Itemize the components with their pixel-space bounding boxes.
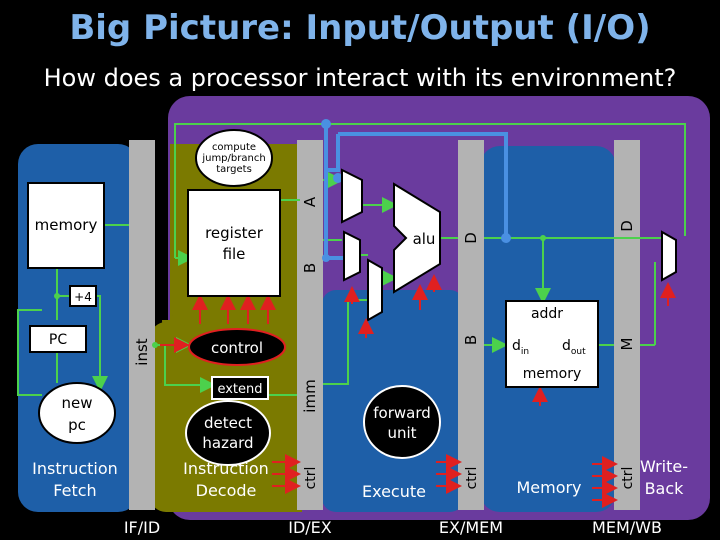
new-pc-block — [38, 382, 116, 444]
alu-block — [393, 182, 441, 294]
wire-junction — [540, 235, 546, 241]
new-pc-label-line: pc — [68, 416, 86, 434]
mux-imm — [367, 258, 383, 322]
slide-subtitle: How does a processor interact with its e… — [43, 64, 677, 92]
forward-unit-label-line: unit — [387, 424, 416, 442]
bypass-node — [333, 173, 343, 183]
new-pc-label-line: new — [61, 394, 92, 412]
compute-targets-label-line: jump/branch — [201, 153, 265, 164]
register-file-block — [187, 189, 281, 297]
control-arrows — [160, 274, 676, 508]
data-memory-block — [505, 300, 599, 388]
wire-junction — [152, 342, 158, 348]
forward-unit-label: forward unit — [373, 404, 431, 442]
extend-block — [211, 376, 269, 400]
stage-decode-label-line: Decode — [196, 481, 257, 500]
din-label: din — [512, 338, 529, 357]
mux-writeback — [661, 230, 677, 282]
ex-mem-register — [458, 140, 484, 510]
mux-a — [341, 168, 363, 224]
reg-field-ctrl-exmem: ctrl — [464, 467, 480, 490]
compute-targets-label-line: compute — [212, 142, 256, 153]
forward-unit-label-line: forward — [373, 404, 431, 422]
bypass-node — [501, 233, 511, 243]
pipe-reg-mem-wb-label: MEM/WB — [592, 518, 662, 537]
reg-field-m-memwb: M — [618, 338, 636, 351]
register-file-label: register file — [205, 224, 264, 263]
stage-execute-label: Execute — [362, 482, 426, 501]
pc-register — [29, 325, 87, 353]
stage-writeback-label-line: Write- — [640, 457, 688, 476]
reg-field-d-memwb: D — [618, 220, 636, 232]
stage-memory-label: Memory — [516, 478, 581, 497]
bypass-node — [322, 254, 330, 262]
pipe-reg-if-id-label: IF/ID — [124, 518, 160, 537]
slide-title: Big Picture: Input/Output (I/O) — [69, 8, 651, 48]
register-file-label-line: register — [205, 224, 264, 242]
reg-field-inst: inst — [133, 338, 151, 365]
compute-targets-label-line: targets — [216, 164, 252, 175]
plus4-label: +4 — [74, 290, 92, 304]
instruction-memory-label: memory — [35, 216, 98, 234]
detect-hazard-label: detect hazard — [202, 414, 253, 452]
pc-label: PC — [49, 332, 67, 348]
detect-hazard-label-line: hazard — [202, 434, 253, 452]
stage-writeback-label-line: Back — [645, 479, 685, 498]
alu-label: alu — [413, 230, 436, 248]
control-block — [188, 328, 286, 366]
instruction-memory-block — [27, 182, 105, 269]
id-ex-register — [297, 140, 323, 510]
detect-hazard-block — [185, 400, 271, 466]
new-pc-label: new pc — [61, 394, 92, 434]
pipe-reg-id-ex-label: ID/EX — [288, 518, 332, 537]
stage-decode-label-line: Instruction — [183, 459, 269, 478]
mux-b — [343, 230, 361, 282]
stage-fetch-label-line: Fetch — [53, 481, 96, 500]
wire-junction — [54, 293, 60, 299]
reg-field-a: A — [301, 196, 319, 207]
detect-hazard-label-line: detect — [204, 414, 252, 432]
reg-field-b-exmem: B — [462, 335, 480, 345]
stage-fetch-label-line: Instruction — [32, 459, 118, 478]
plus4-adder — [69, 285, 97, 307]
reg-field-imm: imm — [301, 379, 319, 412]
pipe-reg-ex-mem-label: EX/MEM — [439, 518, 503, 537]
dout-label: dout — [562, 338, 586, 357]
data-memory-label: memory — [523, 366, 582, 382]
if-id-register — [129, 140, 155, 510]
forward-unit-block — [363, 385, 441, 459]
reg-field-d-exmem: D — [462, 232, 480, 244]
reg-field-b: B — [301, 263, 319, 273]
mem-wb-register — [614, 140, 640, 510]
stage-writeback-label: Write- Back — [640, 457, 688, 498]
reg-field-ctrl-idex: ctrl — [303, 467, 319, 490]
extend-label: extend — [217, 382, 262, 397]
register-file-label-line: file — [223, 245, 246, 263]
control-label: control — [211, 339, 263, 357]
bypass-node — [321, 119, 331, 129]
reg-field-ctrl-memwb: ctrl — [620, 467, 636, 490]
compute-targets-block — [195, 129, 273, 187]
addr-label: addr — [531, 306, 563, 322]
